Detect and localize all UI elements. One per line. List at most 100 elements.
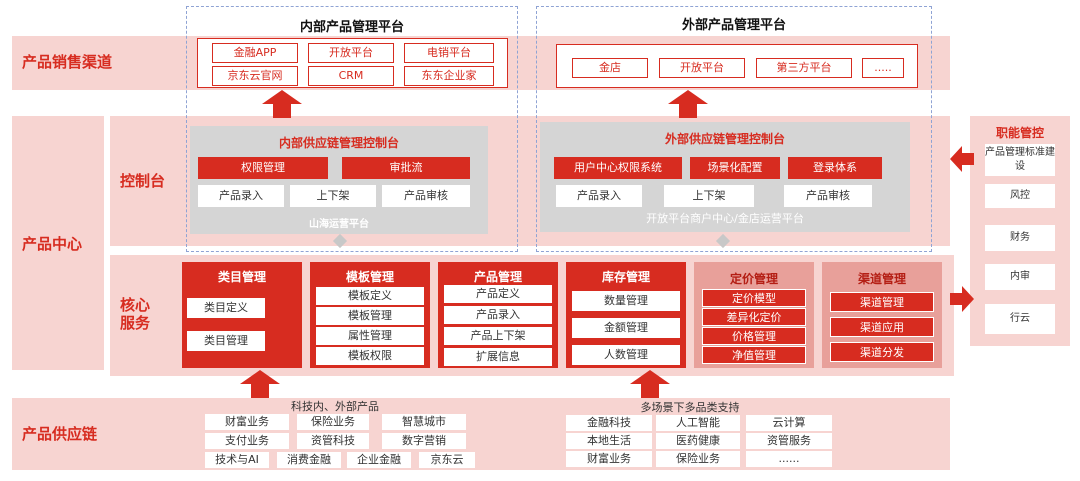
arrow-up-core-right xyxy=(630,370,670,398)
permission-management-button[interactable]: 权限管理 xyxy=(198,157,328,179)
login-system-button[interactable]: 登录体系 xyxy=(788,157,882,179)
item-category-definition[interactable]: 类目定义 xyxy=(187,298,265,318)
item-template-definition[interactable]: 模板定义 xyxy=(316,287,424,305)
supply-asset-tech: 资管科技 xyxy=(297,433,369,449)
merchant-center-ops-platform-label: 开放平台商户中心/金店运营平台 xyxy=(646,212,804,225)
item-template-manage[interactable]: 模板管理 xyxy=(316,307,424,325)
card-channel-management: 渠道管理 渠道管理 渠道应用 渠道分发 xyxy=(822,262,942,368)
item-template-permission[interactable]: 模板权限 xyxy=(316,347,424,365)
card-inventory-management: 库存管理 数量管理 金额管理 人数管理 xyxy=(566,262,686,368)
supply-more: ...... xyxy=(746,451,832,467)
supply-insurance: 保险业务 xyxy=(297,414,369,430)
channel-more: ..... xyxy=(862,58,904,78)
internal-console-panel xyxy=(190,126,488,234)
supply-smart-city: 智慧城市 xyxy=(382,414,466,430)
supply-local-life: 本地生活 xyxy=(566,433,652,449)
supply-fintech: 金融科技 xyxy=(566,415,652,431)
card-title-template: 模板管理 xyxy=(345,270,394,284)
approval-flow-button[interactable]: 审批流 xyxy=(342,157,470,179)
channel-open-platform[interactable]: 开放平台 xyxy=(308,43,394,63)
item-attribute-manage[interactable]: 属性管理 xyxy=(316,327,424,345)
item-channel-manage[interactable]: 渠道管理 xyxy=(830,292,934,312)
external-console-title: 外部供应链管理控制台 xyxy=(664,132,785,146)
side-item-finance[interactable]: 财务 xyxy=(985,225,1055,251)
external-listing-button[interactable]: 上下架 xyxy=(664,185,754,207)
supply-left-caption: 科技内、外部产品 xyxy=(291,400,379,413)
card-title-channel: 渠道管理 xyxy=(857,272,906,286)
item-net-value-manage[interactable]: 净值管理 xyxy=(702,346,806,364)
item-category-manage[interactable]: 类目管理 xyxy=(187,331,265,351)
external-product-entry-button[interactable]: 产品录入 xyxy=(556,185,642,207)
arrow-right-functional-control xyxy=(950,286,974,312)
item-differential-pricing[interactable]: 差异化定价 xyxy=(702,308,806,326)
item-product-entry[interactable]: 产品录入 xyxy=(444,306,552,324)
card-product-management: 产品管理 产品定义 产品录入 产品上下架 扩展信息 xyxy=(438,262,558,368)
supply-right-caption: 多场景下多品类支持 xyxy=(640,401,740,414)
external-platform-title: 外部产品管理平台 xyxy=(681,18,786,33)
internal-product-review-button[interactable]: 产品审核 xyxy=(382,185,470,207)
row-label-supply: 产品供应链 xyxy=(22,425,98,443)
side-item-risk-control[interactable]: 风控 xyxy=(985,184,1055,208)
row-label-sales: 产品销售渠道 xyxy=(22,53,113,71)
arrow-up-internal-console xyxy=(262,90,302,118)
channel-jdcloud-site[interactable]: 京东云官网 xyxy=(212,66,298,86)
item-price-manage[interactable]: 价格管理 xyxy=(702,327,806,345)
internal-platform-title: 内部产品管理平台 xyxy=(299,20,404,35)
internal-listing-button[interactable]: 上下架 xyxy=(290,185,376,207)
product-center-band-left xyxy=(12,116,104,370)
supply-ai: 人工智能 xyxy=(656,415,740,431)
item-extended-info[interactable]: 扩展信息 xyxy=(444,348,552,366)
supply-asset-services: 资管服务 xyxy=(746,433,832,449)
card-category-management: 类目管理 类目定义 类目管理 xyxy=(182,262,302,368)
channel-third-party[interactable]: 第三方平台 xyxy=(756,58,852,78)
row-label-center: 产品中心 xyxy=(22,235,83,253)
user-center-permission-button[interactable]: 用户中心权限系统 xyxy=(554,157,682,179)
shanhai-ops-platform-label: 山海运营平台 xyxy=(309,219,369,230)
supply-wealth: 财富业务 xyxy=(205,414,289,430)
row-label-core: 核心 服务 xyxy=(120,296,151,332)
side-item-xingyun[interactable]: 行云 xyxy=(985,304,1055,334)
channel-jinrong-app[interactable]: 金融APP xyxy=(212,43,298,63)
channel-dongdong-entrepreneur[interactable]: 东东企业家 xyxy=(404,66,494,86)
item-channel-application[interactable]: 渠道应用 xyxy=(830,317,934,337)
functional-control-title: 职能管控 xyxy=(995,126,1044,140)
supply-enterprise-finance: 企业金融 xyxy=(347,452,411,468)
supply-payment: 支付业务 xyxy=(205,433,289,449)
supply-digital-marketing: 数字营销 xyxy=(382,433,466,449)
internal-platform-frame xyxy=(186,6,518,252)
channel-gold-store[interactable]: 金店 xyxy=(572,58,648,78)
item-quantity-manage[interactable]: 数量管理 xyxy=(572,291,680,311)
channel-open-platform-ext[interactable]: 开放平台 xyxy=(659,58,745,78)
item-amount-manage[interactable]: 金额管理 xyxy=(572,318,680,338)
card-title-product: 产品管理 xyxy=(473,270,522,284)
channel-crm[interactable]: CRM xyxy=(308,66,394,86)
card-title-category: 类目管理 xyxy=(217,270,266,284)
card-title-inventory: 库存管理 xyxy=(601,270,650,284)
supply-wealth-right: 财富业务 xyxy=(566,451,652,467)
card-template-management: 模板管理 模板定义 模板管理 属性管理 模板权限 xyxy=(310,262,430,368)
item-product-listing[interactable]: 产品上下架 xyxy=(444,327,552,345)
item-headcount-manage[interactable]: 人数管理 xyxy=(572,345,680,365)
side-item-product-standards[interactable]: 产品管理标准建设 xyxy=(985,144,1055,176)
item-pricing-model[interactable]: 定价模型 xyxy=(702,289,806,307)
item-product-definition[interactable]: 产品定义 xyxy=(444,285,552,303)
external-product-review-button[interactable]: 产品审核 xyxy=(784,185,872,207)
arrow-up-core-left xyxy=(240,370,280,398)
supply-cloud: 云计算 xyxy=(746,415,832,431)
supply-tech-ai: 技术与AI xyxy=(205,452,269,468)
supply-jdcloud: 京东云 xyxy=(419,452,475,468)
internal-product-entry-button[interactable]: 产品录入 xyxy=(198,185,284,207)
card-title-pricing: 定价管理 xyxy=(729,272,778,286)
internal-console-title: 内部供应链管理控制台 xyxy=(278,136,399,150)
row-label-console: 控制台 xyxy=(120,172,166,190)
arrow-up-external-console xyxy=(668,90,708,118)
scenario-config-button[interactable]: 场景化配置 xyxy=(690,157,780,179)
external-platform-frame xyxy=(536,6,932,252)
item-channel-distribution[interactable]: 渠道分发 xyxy=(830,342,934,362)
side-item-internal-audit[interactable]: 内审 xyxy=(985,264,1055,290)
card-pricing-management: 定价管理 定价模型 差异化定价 价格管理 净值管理 xyxy=(694,262,814,368)
supply-insurance-right: 保险业务 xyxy=(656,451,740,467)
arrow-left-functional-control xyxy=(950,146,974,172)
supply-health: 医药健康 xyxy=(656,433,740,449)
channel-telesales-platform[interactable]: 电销平台 xyxy=(404,43,494,63)
